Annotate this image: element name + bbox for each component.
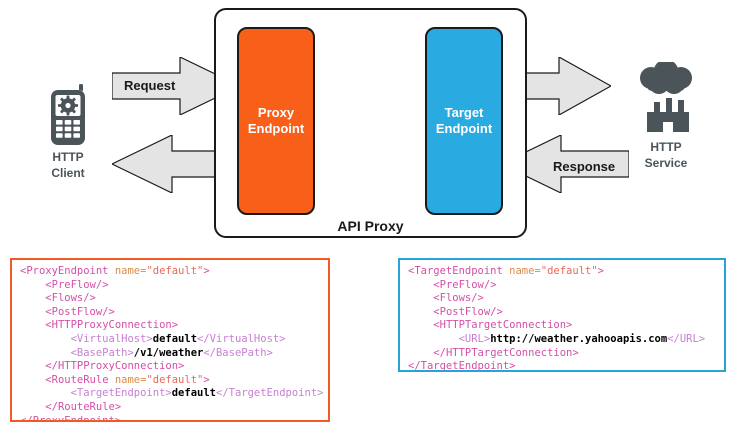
target-xml-token-tag: </HTTPTargetConnection> bbox=[433, 346, 579, 359]
target-xml-token-tag: <PostFlow/> bbox=[433, 305, 503, 318]
proxy-xml-token-attr: name= bbox=[114, 265, 147, 277]
proxy-xml-line: </ProxyEndpoint> bbox=[20, 414, 320, 422]
response-arrow-label: Response bbox=[553, 159, 616, 174]
target-xml-token-tag: <HTTPTargetConnection> bbox=[433, 319, 573, 332]
proxy-xml-line: <Flows/> bbox=[20, 292, 320, 306]
http-service-label: HTTP Service bbox=[644, 140, 688, 170]
proxy-xml-line: <TargetEndpoint>default</TargetEndpoint> bbox=[20, 387, 324, 401]
target-xml-token-plain bbox=[408, 319, 433, 331]
request-arrow-label: Request bbox=[124, 78, 176, 93]
mobile-phone-gear-icon bbox=[48, 84, 88, 146]
proxy-xml-token-tag: </ProxyEndpoint> bbox=[20, 414, 122, 422]
proxy-xml-token-tag: <ProxyEndpoint bbox=[20, 265, 115, 277]
proxy-xml-token-text: /v1/weather bbox=[133, 346, 204, 359]
target-endpoint-xml-code-block: <TargetEndpoint name="default"> <PreFlow… bbox=[398, 258, 726, 372]
target-xml-token-tag: </TargetEndpoint> bbox=[408, 360, 516, 372]
http-client-label: HTTP Client bbox=[51, 150, 85, 180]
proxy-xml-token-tag: <HTTPProxyConnection> bbox=[45, 319, 179, 332]
proxy-xml-line: <PreFlow/> bbox=[20, 279, 320, 293]
proxy-xml-token-plain bbox=[20, 360, 45, 372]
target-xml-token-tag: > bbox=[597, 265, 604, 277]
proxy-xml-token-plain bbox=[20, 319, 45, 331]
proxy-xml-token-plain bbox=[20, 401, 45, 413]
api-proxy-label: API Proxy bbox=[337, 218, 404, 234]
proxy-xml-line: <RouteRule name="default"> bbox=[20, 374, 320, 388]
proxy-xml-line: <ProxyEndpoint name="default"> bbox=[20, 265, 320, 279]
proxy-xml-token-tag: </HTTPProxyConnection> bbox=[45, 360, 185, 373]
proxy-xml-token-tag: > bbox=[203, 373, 210, 386]
proxy-xml-token-plain bbox=[20, 279, 45, 291]
proxy-xml-token-tag: <RouteRule bbox=[45, 373, 115, 386]
target-xml-token-tag2: </URL> bbox=[667, 332, 706, 345]
proxy-xml-token-plain bbox=[20, 374, 45, 386]
proxy-xml-token-val: "default" bbox=[146, 265, 204, 277]
target-xml-token-val: "default" bbox=[540, 265, 598, 277]
target-xml-token-tag: <Flows/> bbox=[433, 292, 484, 305]
proxy-xml-token-tag2: </VirtualHost> bbox=[197, 332, 286, 345]
target-xml-line: <TargetEndpoint name="default"> bbox=[408, 265, 716, 279]
proxy-xml-line: <PostFlow/> bbox=[20, 306, 320, 320]
proxy-xml-token-tag2: </BasePath> bbox=[203, 346, 273, 359]
target-xml-token-tag: <PreFlow/> bbox=[433, 278, 497, 291]
proxy-xml-token-plain bbox=[20, 292, 45, 304]
target-xml-token-plain bbox=[408, 347, 433, 359]
proxy-xml-line: <BasePath>/v1/weather</BasePath> bbox=[20, 347, 320, 361]
proxy-xml-token-tag: <PostFlow/> bbox=[45, 305, 115, 318]
target-xml-token-attr: name= bbox=[509, 265, 541, 277]
proxy-xml-token-tag2: </TargetEndpoint> bbox=[216, 387, 324, 400]
proxy-xml-token-plain bbox=[20, 387, 71, 399]
target-xml-token-plain bbox=[408, 292, 433, 304]
proxy-xml-token-tag: > bbox=[203, 265, 210, 277]
target-xml-token-plain bbox=[408, 279, 433, 291]
target-xml-line: <HTTPTargetConnection> bbox=[408, 319, 716, 333]
proxy-xml-line: </RouteRule> bbox=[20, 401, 320, 415]
target-endpoint-label: Target Endpoint bbox=[435, 104, 493, 136]
target-xml-token-plain bbox=[408, 306, 433, 318]
target-xml-line: </HTTPTargetConnection> bbox=[408, 347, 716, 361]
target-xml-line: </TargetEndpoint> bbox=[408, 360, 716, 372]
proxy-xml-token-val: "default" bbox=[146, 373, 204, 386]
proxy-xml-token-plain bbox=[20, 333, 71, 345]
proxy-xml-line: <VirtualHost>default</VirtualHost> bbox=[20, 333, 320, 347]
proxy-endpoint-xml-code-block: <ProxyEndpoint name="default"> <PreFlow/… bbox=[10, 258, 330, 422]
target-xml-token-plain bbox=[408, 333, 459, 345]
proxy-endpoint-box[interactable]: Proxy Endpoint bbox=[237, 27, 315, 215]
target-xml-token-tag: <TargetEndpoint bbox=[408, 265, 510, 277]
factory-cloud-icon bbox=[625, 59, 707, 134]
target-xml-line: <URL>http://weather.yahooapis.com</URL> bbox=[408, 333, 716, 347]
proxy-xml-token-tag: <PreFlow/> bbox=[45, 278, 109, 291]
target-xml-token-tag2: <URL> bbox=[458, 332, 491, 345]
proxy-endpoint-label: Proxy Endpoint bbox=[247, 104, 305, 136]
proxy-xml-line: </HTTPProxyConnection> bbox=[20, 360, 320, 374]
proxy-xml-token-plain bbox=[20, 347, 71, 359]
proxy-xml-token-tag2: <BasePath> bbox=[70, 346, 134, 359]
proxy-xml-token-tag: <Flows/> bbox=[45, 292, 96, 305]
target-endpoint-box[interactable]: Target Endpoint bbox=[425, 27, 503, 215]
target-xml-line: <PostFlow/> bbox=[408, 306, 716, 320]
proxy-xml-token-text: default bbox=[152, 332, 198, 345]
proxy-xml-token-tag2: <TargetEndpoint> bbox=[70, 387, 172, 400]
proxy-xml-token-tag: </RouteRule> bbox=[45, 400, 122, 413]
proxy-xml-line: <HTTPProxyConnection> bbox=[20, 319, 320, 333]
target-xml-token-text: http://weather.yahooapis.com bbox=[490, 332, 668, 345]
target-xml-line: <Flows/> bbox=[408, 292, 716, 306]
target-xml-line: <PreFlow/> bbox=[408, 279, 716, 293]
proxy-xml-token-tag2: <VirtualHost> bbox=[70, 332, 153, 345]
proxy-xml-token-text: default bbox=[171, 387, 216, 400]
proxy-xml-token-attr: name= bbox=[114, 373, 147, 386]
proxy-xml-token-plain bbox=[20, 306, 45, 318]
